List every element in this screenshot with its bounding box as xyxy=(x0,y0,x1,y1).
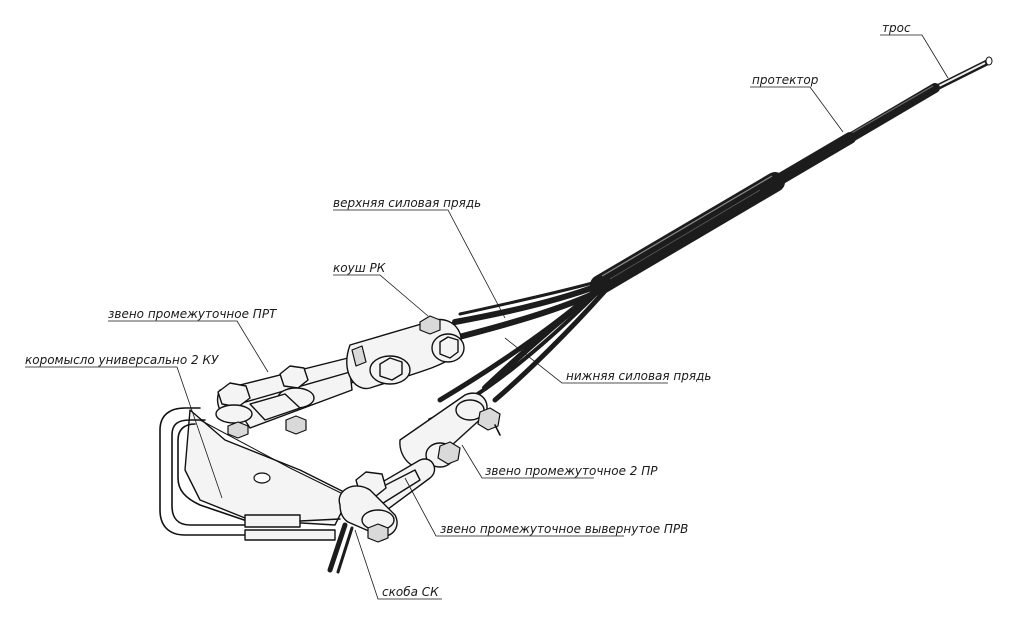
bracket-sk-nut xyxy=(367,523,389,543)
cable-assembly xyxy=(428,56,993,422)
label-tross: трос xyxy=(882,21,911,35)
koush-rk-top-bolt xyxy=(419,315,441,335)
leader-tross xyxy=(880,34,949,79)
bracket-sk-stem xyxy=(327,522,348,573)
label-2pr: звено промежуточное 2 ПР xyxy=(485,464,658,478)
rocker-hole xyxy=(253,472,271,484)
link-2pr-nut-front xyxy=(437,441,461,465)
u-bolt-outer xyxy=(159,407,246,536)
leader-protektor xyxy=(750,86,844,133)
bolt-washer-left xyxy=(215,404,253,424)
u-bolt-inner xyxy=(171,419,246,526)
u-bolt-clamp-2 xyxy=(244,529,336,541)
label-bracket: скоба СК xyxy=(382,585,439,599)
link-prt-connector xyxy=(249,393,301,421)
cable-bare-end-core xyxy=(934,62,986,89)
leader-prt xyxy=(108,320,269,373)
koush-rk-nut-right xyxy=(439,336,459,359)
u-bolt-clamp-1 xyxy=(244,514,301,528)
bolt-head-left xyxy=(217,382,251,408)
bolt-head-right xyxy=(279,365,309,389)
armor-highlight-2 xyxy=(609,189,761,280)
leader-lines xyxy=(25,34,949,600)
lower-strand-3 xyxy=(437,287,599,403)
leader-upper-strand xyxy=(333,209,506,319)
link-2pr-bolt-end xyxy=(494,424,501,436)
u-bolt-outer-2 xyxy=(177,423,251,523)
leader-koush xyxy=(333,274,429,317)
leader-lower-strand xyxy=(504,337,668,384)
link-2pr xyxy=(399,392,501,469)
bracket-sk xyxy=(327,485,398,574)
leader-2pr xyxy=(461,444,594,479)
u-bolt-to-rocker xyxy=(299,518,341,522)
koush-rk xyxy=(346,315,465,390)
protector-body xyxy=(845,83,940,143)
u-bolt-left xyxy=(159,407,341,541)
label-lower-strand: нижняя силовая прядь xyxy=(566,369,711,383)
leader-bracket xyxy=(354,529,442,600)
label-upper-strand: верхняя силовая прядь xyxy=(333,196,481,210)
leader-prv xyxy=(404,477,624,537)
label-protektor: протектор xyxy=(752,73,819,87)
labels: трос протектор верхняя силовая прядь коу… xyxy=(25,21,911,599)
rocker-plate-body xyxy=(184,409,351,526)
label-prv: звено промежуточное вывернутое ПРВ xyxy=(440,522,688,536)
lower-strand-2 xyxy=(492,289,607,403)
protector-highlight xyxy=(849,85,934,135)
label-rocker: коромысло универсально 2 КУ xyxy=(25,353,219,367)
rocker-edge xyxy=(199,419,346,496)
upper-strand-1 xyxy=(452,282,603,325)
label-prt: звено промежуточное ПРТ xyxy=(108,307,278,321)
koush-rk-nut-left xyxy=(379,357,403,381)
koush-rk-left-bolt xyxy=(351,345,367,367)
label-koush: коуш РК xyxy=(333,261,386,275)
upper-strand-3 xyxy=(458,280,598,316)
bolt-nut-right xyxy=(285,415,307,435)
cable-tip xyxy=(985,56,993,66)
link-prt xyxy=(215,354,374,439)
bolt-nut-left xyxy=(227,421,249,439)
leader-rocker xyxy=(25,366,223,499)
bracket-sk-stem-2 xyxy=(336,526,354,574)
rocker-plate xyxy=(184,409,351,526)
armor-highlight xyxy=(601,175,773,277)
